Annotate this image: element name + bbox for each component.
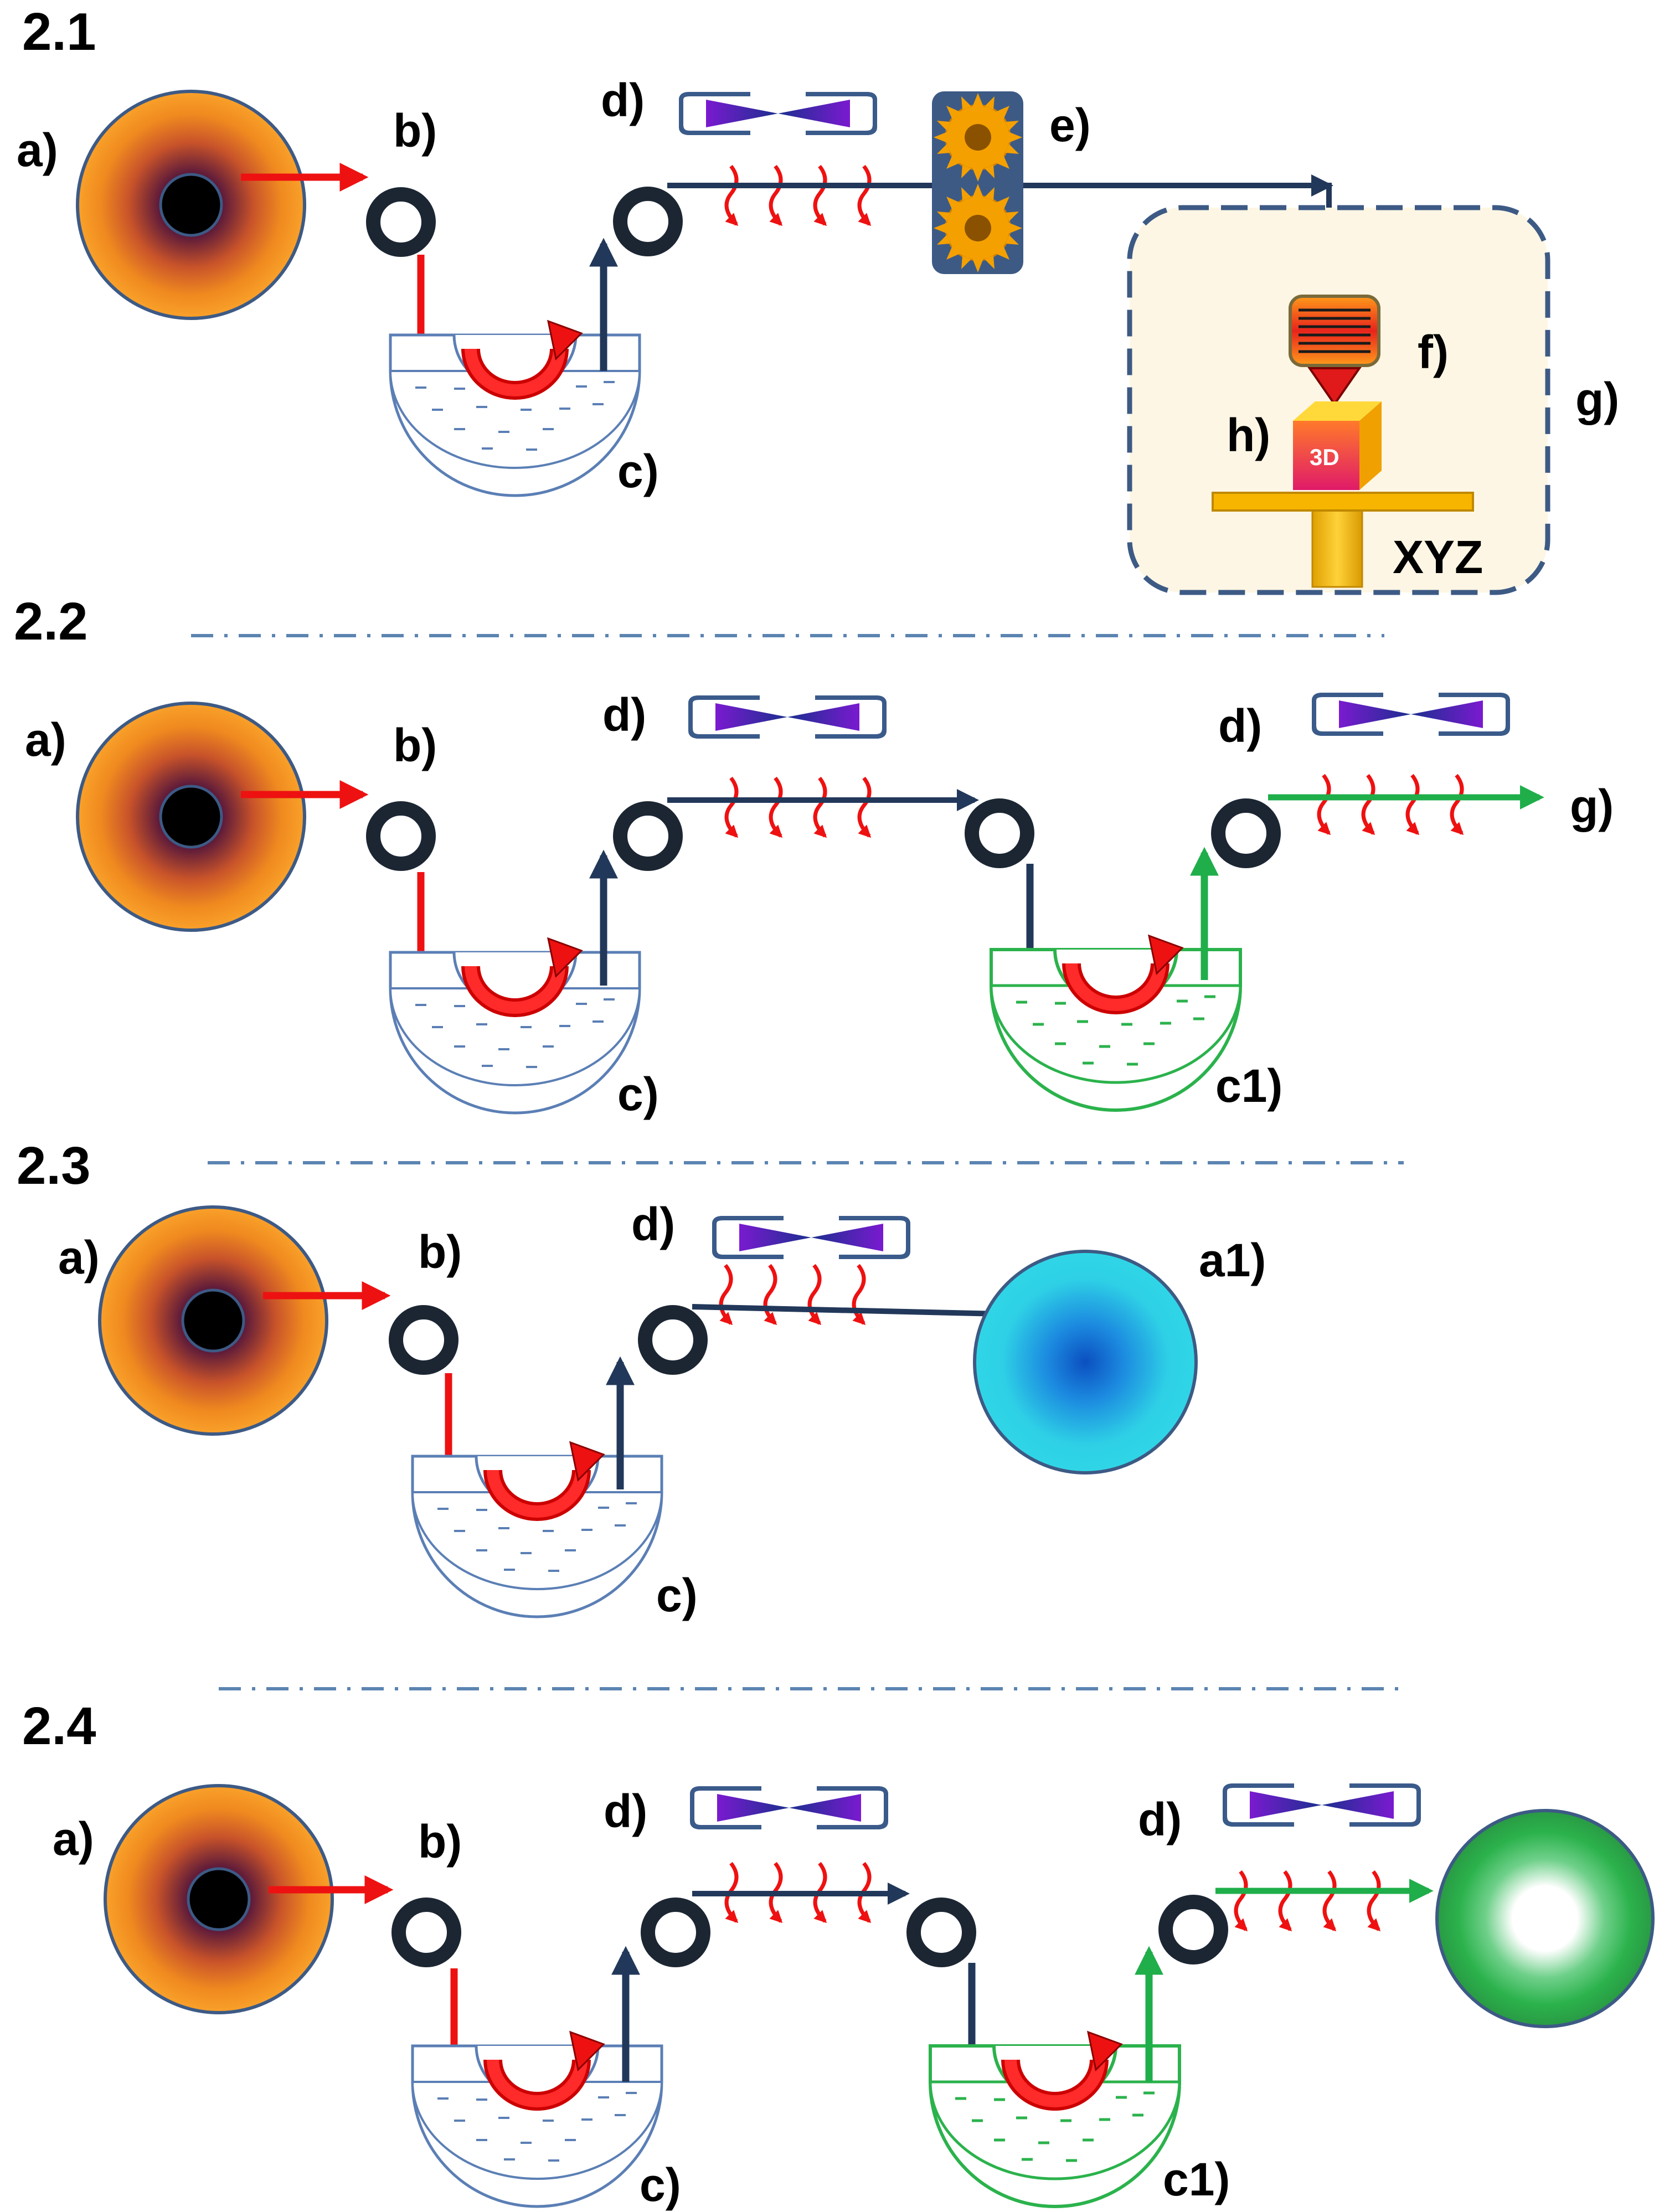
roller-icon: [373, 194, 429, 250]
section-2-3: 2.3 a) b) c) d) a1): [17, 1136, 1266, 1621]
spool-icon: [78, 703, 305, 930]
roller-icon: [399, 1905, 454, 1960]
label-a: a): [25, 714, 66, 766]
heat-wave-icon: [1236, 1871, 1379, 1930]
label-d: d): [1138, 1793, 1182, 1845]
label-b: b): [418, 1816, 462, 1868]
print-head-icon: [1289, 295, 1380, 406]
label-g: g): [1575, 373, 1619, 425]
roller-icon: [645, 1312, 700, 1368]
label-c1: c1): [1215, 1060, 1282, 1112]
label-b: b): [393, 719, 437, 771]
label-c: c): [617, 1068, 659, 1120]
label-b: b): [418, 1226, 462, 1278]
roller-icon: [373, 808, 429, 864]
label-a: a): [17, 124, 58, 176]
heat-wave-icon: [727, 166, 869, 224]
label-e: e): [1049, 99, 1091, 151]
bath-icon: [413, 1442, 662, 1617]
section-title: 2.4: [22, 1697, 96, 1756]
dryer-icon: [714, 1218, 908, 1257]
label-d: d): [601, 74, 645, 126]
spool-icon: [100, 1207, 327, 1434]
roller-icon: [972, 806, 1027, 861]
roller-icon: [620, 808, 676, 864]
label-c: c): [617, 445, 659, 497]
label-b: b): [393, 105, 437, 157]
section-title: 2.2: [14, 592, 87, 651]
label-a1: a1): [1199, 1234, 1266, 1286]
label-d: d): [604, 1785, 647, 1837]
heat-wave-icon: [721, 1265, 864, 1323]
spool-icon: [78, 91, 305, 318]
label-c: c): [656, 1569, 698, 1621]
gear-icon: [932, 92, 1023, 183]
roller-icon: [620, 194, 676, 249]
section-2-1: 2.1 a) b) c) d) e) g) f): [17, 2, 1619, 595]
roller-icon: [914, 1905, 969, 1960]
label-a: a): [58, 1231, 100, 1283]
bath-icon: [930, 2032, 1179, 2206]
dryer-icon: [1314, 695, 1508, 734]
section-title: 2.3: [17, 1136, 90, 1195]
axis-label: XYZ: [1393, 531, 1483, 583]
label-d: d): [631, 1198, 675, 1250]
label-g: g): [1570, 780, 1614, 832]
heat-wave-icon: [1319, 775, 1462, 833]
label-d: d): [602, 689, 646, 741]
blue-spool-icon: [973, 1250, 1198, 1474]
spool-icon: [105, 1786, 332, 2013]
section-2-4: 2.4 a) b) c) d) c1) d): [22, 1697, 1655, 2211]
section-title: 2.1: [22, 2, 96, 61]
roller-icon: [648, 1905, 703, 1960]
roller-icon: [1218, 806, 1274, 861]
label-h: h): [1227, 409, 1270, 461]
label-a: a): [53, 1813, 94, 1865]
dryer-icon: [681, 94, 875, 133]
build-plate-icon: 3D: [1212, 401, 1474, 588]
dryer-icon: [1225, 1786, 1419, 1824]
dryer-icon: [692, 1788, 886, 1827]
dryer-icon: [691, 698, 884, 736]
gear-icon: [932, 183, 1023, 274]
green-spool-icon: [1435, 1809, 1655, 2028]
heat-wave-icon: [727, 778, 869, 836]
label-c: c): [640, 2159, 681, 2211]
section-2-2: 2.2 a) b) c) d) c1) d) g): [14, 592, 1614, 1120]
label-d: d): [1218, 700, 1262, 752]
roller-icon: [1166, 1902, 1221, 1957]
roller-icon: [396, 1312, 451, 1368]
cube-label: 3D: [1310, 444, 1339, 470]
label-c1: c1): [1163, 2153, 1230, 2205]
label-f: f): [1418, 326, 1449, 378]
